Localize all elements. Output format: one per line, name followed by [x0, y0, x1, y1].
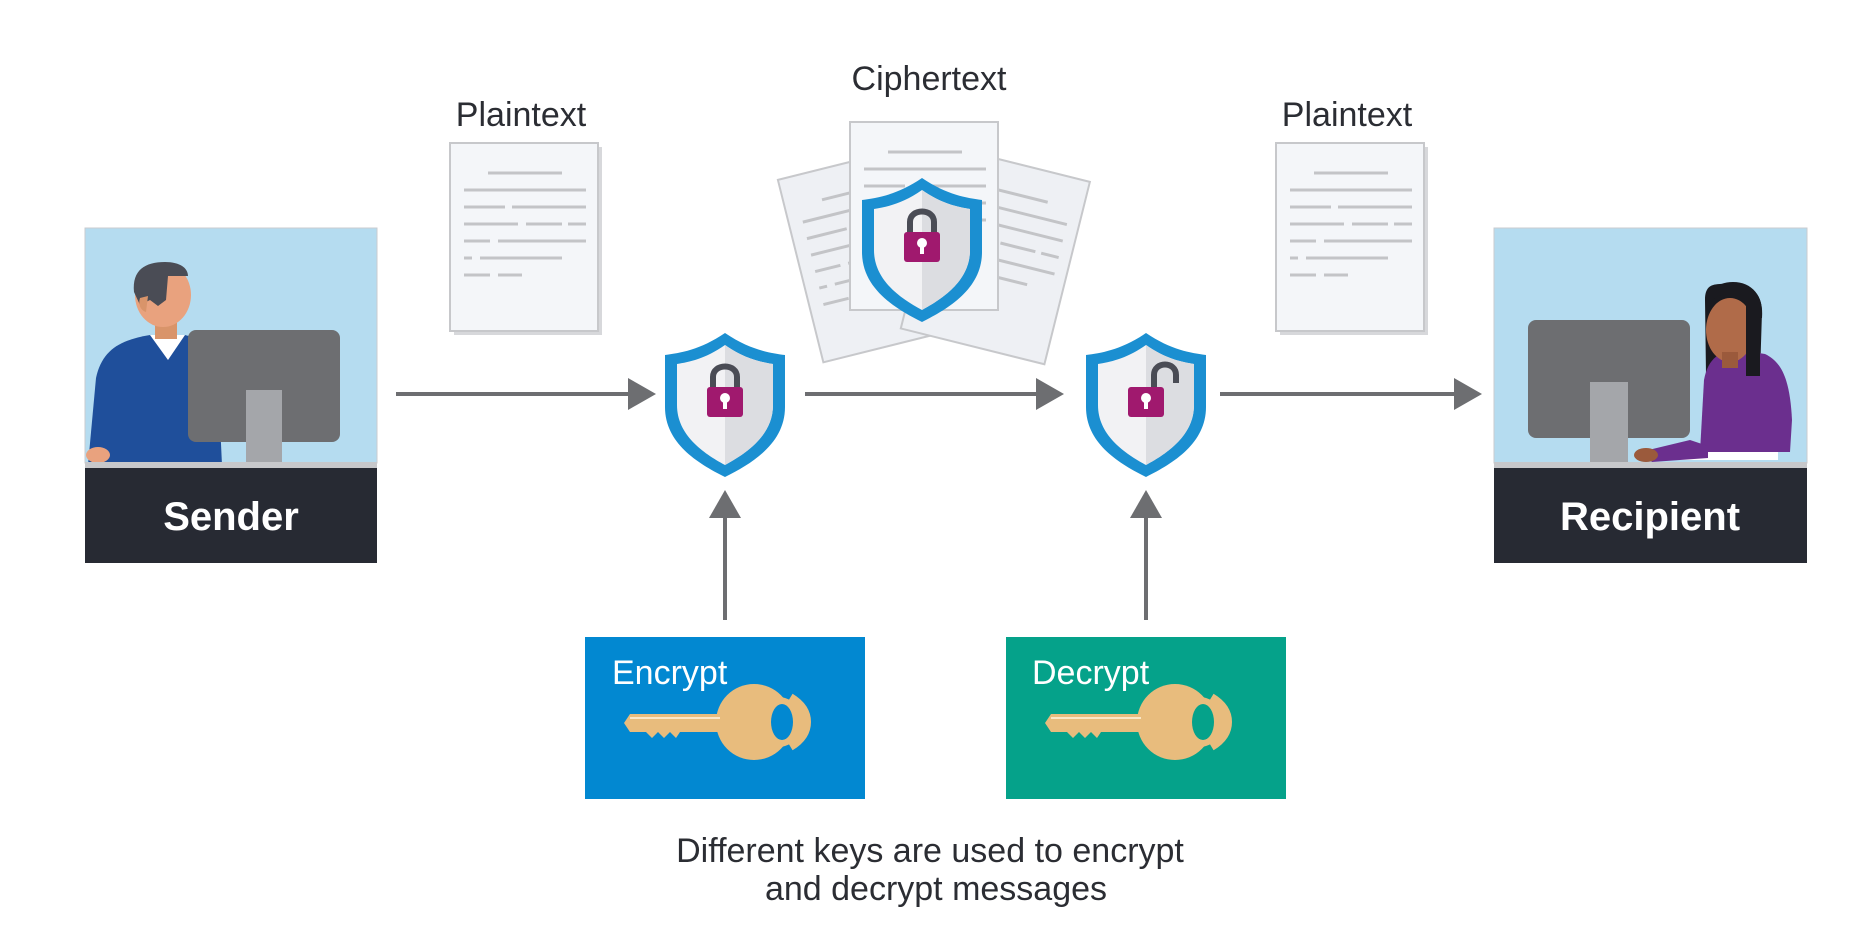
recipient-monitor-illustration	[1528, 320, 1778, 464]
ciphertext-document-stack: Ciphertext	[776, 60, 1092, 366]
encrypt-key-icon	[623, 683, 812, 761]
encrypt-key-box: Encrypt	[585, 637, 865, 799]
caption-line-1: Different keys are used to encrypt	[676, 832, 1184, 870]
encrypt-key-label: Encrypt	[612, 654, 728, 692]
plaintext-document-left: Plaintext	[449, 96, 602, 335]
key-arrow-encrypt	[709, 490, 741, 620]
plaintext-left-label: Plaintext	[456, 96, 587, 134]
closed-padlock-icon	[904, 208, 940, 262]
sender-label: Sender	[163, 495, 299, 539]
ciphertext-shield-icon	[862, 178, 982, 322]
decrypt-shield-icon	[1086, 333, 1206, 477]
decrypt-key-icon	[1044, 683, 1233, 761]
caption-line-2: and decrypt messages	[765, 870, 1107, 908]
sender-monitor-illustration	[188, 330, 340, 462]
sender-panel: Sender	[84, 227, 378, 563]
encrypt-shield-icon	[665, 333, 785, 477]
plaintext-right-label: Plaintext	[1282, 96, 1413, 134]
decrypt-key-label: Decrypt	[1032, 654, 1150, 692]
plaintext-document-right: Plaintext	[1275, 96, 1428, 335]
flow-arrow-decrypt-to-recipient	[1220, 378, 1482, 410]
open-padlock-icon	[1128, 361, 1179, 417]
flow-arrow-sender-to-encrypt	[396, 378, 656, 410]
ciphertext-label: Ciphertext	[852, 60, 1008, 98]
recipient-label: Recipient	[1560, 495, 1740, 539]
flow-arrow-encrypt-to-decrypt	[805, 378, 1064, 410]
key-arrow-decrypt	[1130, 490, 1162, 620]
closed-padlock-icon	[707, 363, 743, 417]
diagram-caption: Different keys are used to encrypt and d…	[676, 832, 1184, 908]
recipient-panel: Recipient	[1493, 227, 1808, 563]
decrypt-key-box: Decrypt	[1006, 637, 1286, 799]
recipient-person-illustration	[1634, 282, 1792, 462]
